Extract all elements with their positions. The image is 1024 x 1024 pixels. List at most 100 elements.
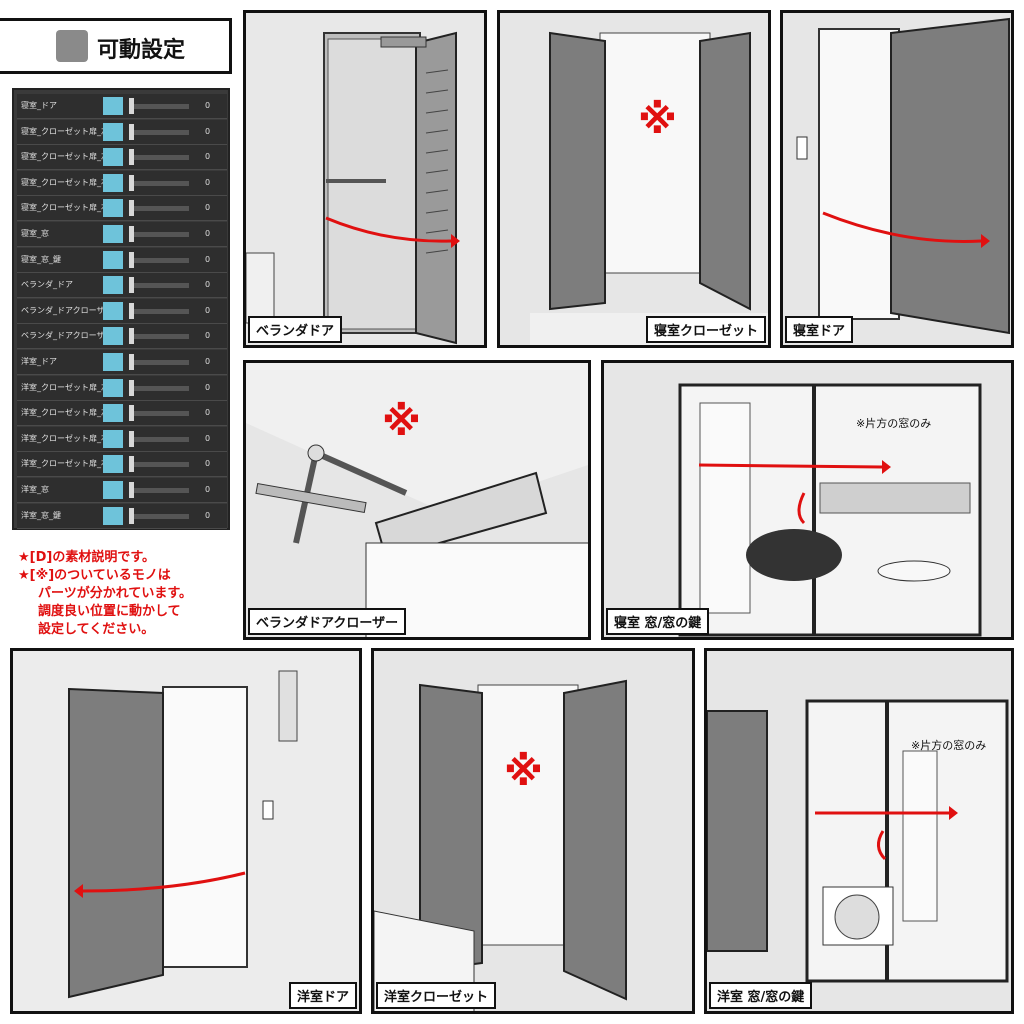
slider-handle[interactable] [129,507,134,524]
morph-settings-icon [56,30,88,62]
slider-handle[interactable] [129,277,134,294]
slider-track[interactable] [129,308,189,314]
slider-track[interactable] [129,232,189,237]
slider-handle[interactable] [129,430,134,447]
morph-thumbnail-icon[interactable] [103,97,123,115]
slider-track[interactable] [129,513,189,519]
slider-label: ベランダ_ドアクローザー_B [21,331,122,341]
slider-track[interactable] [129,104,189,109]
morph-thumbnail-icon[interactable] [103,225,123,243]
caption-bedroom-door: 寝室ドア [785,316,854,343]
slider-handle[interactable] [129,405,134,422]
morph-thumbnail-icon[interactable] [103,250,123,269]
western-closet-illustration [374,651,692,1011]
slider-track[interactable] [129,462,189,468]
slider-handle[interactable] [129,302,134,319]
page-title: 可動設定 [97,38,186,63]
bedroom-closet-illustration [500,13,768,345]
slider-track[interactable] [129,334,189,340]
morph-thumbnail-icon[interactable] [103,148,123,167]
morph-thumbnail-icon[interactable] [103,506,123,525]
slider-value: 0 [205,203,211,213]
caption-veranda-door: ベランダドア [248,316,343,343]
note-line-2: ★[※]のついているモノは [18,568,171,583]
slider-label: 洋室_クローゼット扉_左 [21,382,109,392]
morph-thumbnail-icon[interactable] [103,276,123,295]
slider-handle[interactable] [129,456,134,473]
slider-value: 0 [205,254,211,264]
morph-thumbnail-icon[interactable] [103,122,123,141]
caption-bedroom-window: 寝室 窓/窓の鍵 [606,608,710,635]
panel-western-door: 洋室ドア [10,648,362,1014]
slider-track[interactable] [129,180,189,186]
slider-handle[interactable] [129,174,134,191]
note-line-4: 調度良い位置に動かして [38,604,181,619]
slider-label: 寝室_ドア [21,101,57,110]
slider-label: 洋室_クローゼット扉_右 [21,433,109,443]
slider-label: 洋室_窓 [21,485,49,494]
slider-label: 洋室_ドア [21,357,57,366]
panel-bedroom-door: 寝室ドア [780,10,1014,348]
morph-thumbnail-icon[interactable] [103,327,123,346]
slider-handle[interactable] [129,482,134,498]
veranda-door-illustration [246,13,484,345]
morph-thumbnail-icon[interactable] [103,404,123,423]
morph-thumbnail-icon[interactable] [103,173,123,192]
note-line-1: ★[D]の素材説明です。 [18,550,156,565]
slider-value: 0 [205,280,211,290]
morph-thumbnail-icon[interactable] [103,301,123,320]
slider-value: 0 [205,152,211,162]
slider-track[interactable] [129,283,189,289]
slider-track[interactable] [129,129,189,135]
western-window-illustration [707,651,1011,1011]
slider-value: 0 [205,101,211,110]
note-line-3: パーツが分かれています。 [38,586,193,601]
slider-handle[interactable] [129,328,134,345]
morph-thumbnail-icon[interactable] [103,199,123,218]
caption-veranda-closer: ベランダドアクローザー [248,608,407,635]
slider-handle[interactable] [129,379,134,396]
slider-track[interactable] [129,436,189,442]
slider-track[interactable] [129,257,189,263]
slider-track[interactable] [129,206,189,212]
slider-handle[interactable] [129,200,134,217]
slider-track[interactable] [129,360,189,365]
slider-value: 0 [205,177,211,187]
slider-row: 寝室_ドア 0 [17,94,227,119]
morph-thumbnail-icon[interactable] [103,481,123,499]
slider-handle[interactable] [129,123,134,140]
slider-track[interactable] [129,385,189,391]
parts-mark: ※ [638,97,677,143]
caption-bedroom-closet: 寝室クローゼット [645,316,766,343]
slider-handle[interactable] [129,98,134,114]
slider-label: 洋室_クローゼット扉_左2 [21,408,115,418]
slider-handle[interactable] [129,226,134,242]
slider-track[interactable] [129,155,189,161]
caption-western-window: 洋室 窓/窓の鍵 [709,982,813,1009]
slider-handle[interactable] [129,149,134,166]
bedroom-door-illustration [783,13,1011,345]
slider-track[interactable] [129,411,189,417]
slider-value: 0 [205,229,211,238]
slider-track[interactable] [129,488,189,493]
slider-handle[interactable] [129,251,134,268]
morph-thumbnail-icon[interactable] [103,353,123,371]
morph-thumbnail-icon[interactable] [103,378,123,397]
slider-handle[interactable] [129,354,134,370]
morph-thumbnail-icon[interactable] [103,429,123,448]
panel-veranda-door: ベランダドア [243,10,487,348]
morph-thumbnail-icon[interactable] [103,455,123,474]
